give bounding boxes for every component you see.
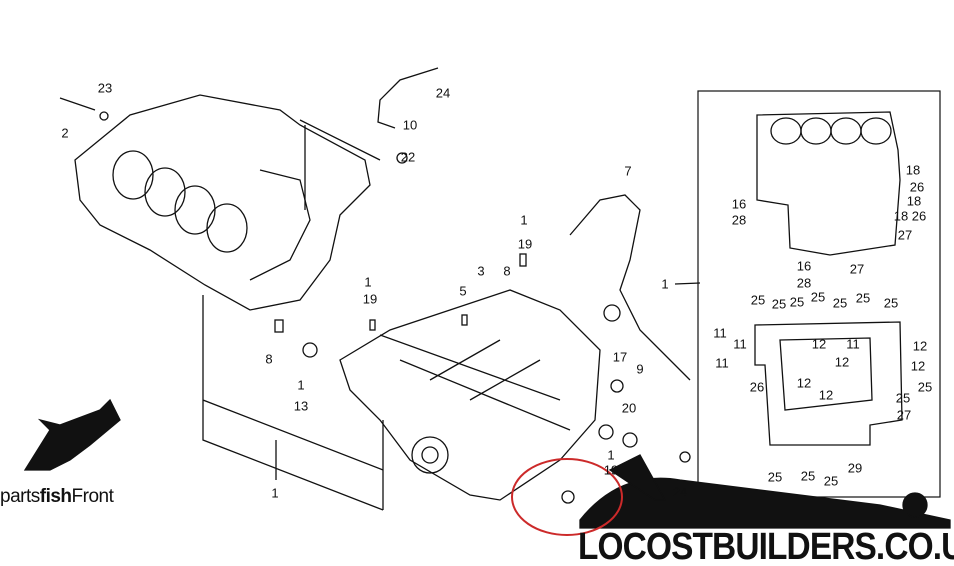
part-callout: 8 [265, 351, 273, 367]
part-callout: 16 [731, 196, 747, 212]
part-callout: 12 [818, 387, 834, 403]
part-callout: 16 [796, 258, 812, 274]
part-callout: 11 [846, 336, 860, 352]
part-callout: 9 [636, 361, 644, 377]
part-callout: 22 [400, 149, 416, 165]
part-callout: 20 [621, 400, 637, 416]
part-callout: 3 [477, 263, 485, 279]
part-callout: 27 [849, 261, 865, 277]
part-callout: 27 [897, 227, 913, 243]
part-callout: 1 [271, 485, 279, 501]
part-callout: 25 [771, 296, 787, 312]
part-callout: 1 [661, 276, 669, 292]
locost-car-silhouette [579, 454, 951, 529]
part-callout: 17 [612, 349, 628, 365]
part-callout: 1 [607, 447, 615, 463]
part-callout: 10 [402, 117, 418, 133]
part-callout: 19 [603, 462, 619, 478]
upper-gasket [756, 111, 901, 256]
part-callout: 25 [895, 390, 911, 406]
part-callout: 8 [503, 263, 511, 279]
part-callout: 1 [297, 377, 305, 393]
part-callout: 27 [896, 407, 912, 423]
washer [396, 152, 408, 164]
swordfish-logo [23, 398, 121, 471]
upper-crankcase [59, 94, 381, 311]
part-callout: 5 [459, 283, 467, 299]
highlight-circle [511, 458, 623, 536]
part-callout: 24 [672, 484, 688, 500]
part-callout: 25 [767, 469, 783, 485]
locostbuilders-watermark: LOCOSTBUILDERS.CO.UK [578, 526, 954, 566]
part-callout: 1 [520, 212, 528, 228]
part-callout: 24 [435, 85, 451, 101]
part-callout: 11 [715, 355, 729, 371]
part-callout: 13 [293, 398, 309, 414]
sensor [603, 304, 621, 322]
part-callout: 12 [910, 358, 926, 374]
part-callout: 25 [855, 290, 871, 306]
part-callout: 25 [823, 473, 839, 489]
part-callout: 25 [789, 294, 805, 310]
part-callout: 23 [97, 80, 113, 96]
part-callout: 18 [906, 193, 922, 209]
part-callout: 12 [796, 375, 812, 391]
part-callout: 12 [834, 354, 850, 370]
part-callout: 18 26 [893, 208, 927, 224]
part-callout: 18 [905, 162, 921, 178]
part-callout: 25 [832, 295, 848, 311]
part-callout: 25 [800, 468, 816, 484]
partsfish-logo-text: partsfishFront [0, 486, 114, 508]
logo-part2: fish [39, 486, 72, 507]
part-callout: 29 [847, 460, 863, 476]
part-callout: 28 [731, 212, 747, 228]
part-callout: 11 [733, 336, 747, 352]
part-callout: 26 [909, 179, 925, 195]
part-callout: 2 [61, 125, 69, 141]
part-callout: 7 [624, 163, 632, 179]
part-callout: 25 [917, 379, 933, 395]
logo-part3: Front [71, 486, 114, 507]
part-callout: 28 [796, 275, 812, 291]
part-callout: 12 [811, 336, 827, 352]
wire-harness [569, 194, 691, 381]
part-callout: 26 [749, 379, 765, 395]
part-callout: 11 [713, 325, 727, 341]
part-callout: 12 [912, 338, 928, 354]
part-callout: 25 [883, 295, 899, 311]
sensor-wire [377, 67, 439, 129]
part-callout: 25 [750, 292, 766, 308]
part-callout: 19 [362, 291, 378, 307]
part-callout: 19 [517, 236, 533, 252]
part-callout: 25 [810, 289, 826, 305]
lower-gasket [754, 321, 903, 446]
logo-part1: parts [0, 486, 40, 507]
part-callout: 1 [364, 274, 372, 290]
